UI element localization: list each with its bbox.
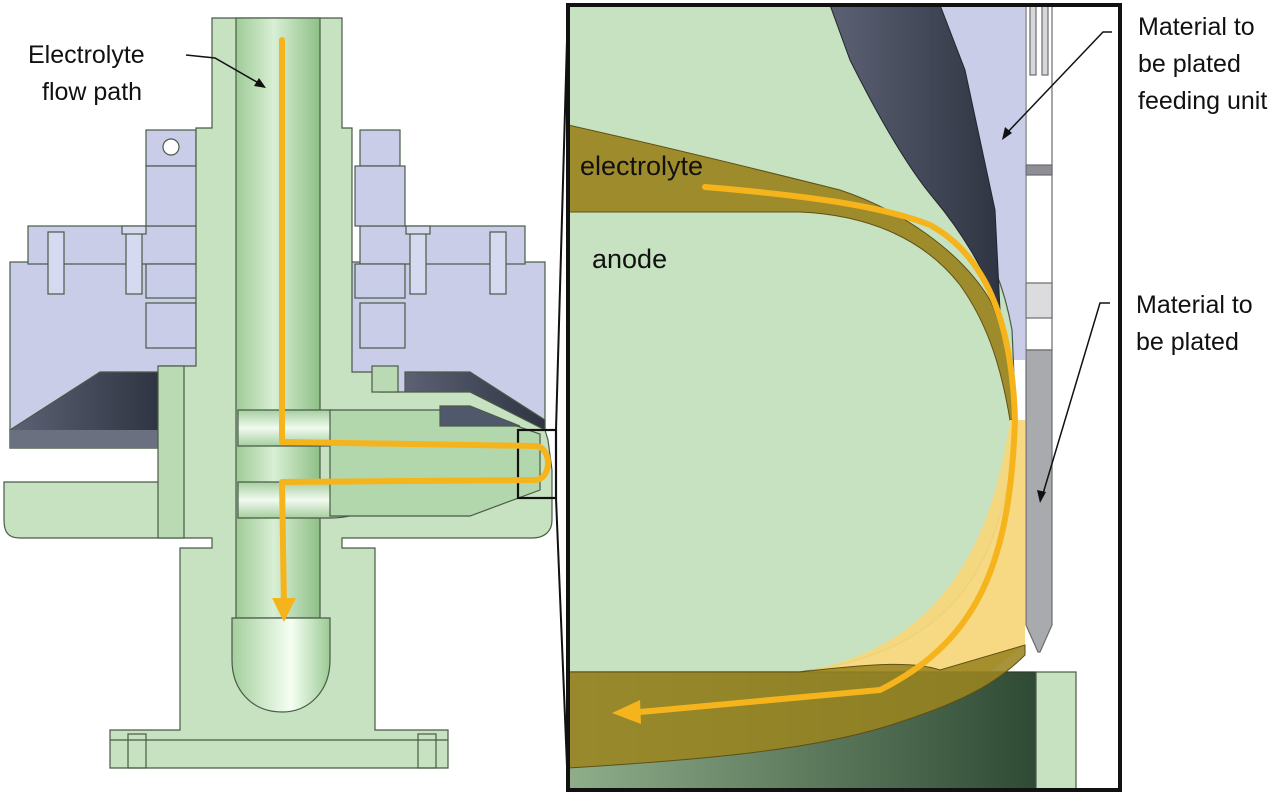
flow-arrow-head-left: [272, 598, 296, 622]
cross-section-view: [3, 17, 558, 769]
tube-bulb: [231, 617, 331, 713]
label-flow-path-line2: flow path: [42, 78, 142, 106]
flow-arrow-detail: [637, 184, 1018, 715]
zoom-region-box: [516, 428, 558, 500]
label-feeding-unit-line2: be plated: [1138, 50, 1241, 78]
material-strip: [1025, 5, 1053, 653]
label-electrolyte: electrolyte: [580, 151, 703, 181]
bottom-block-side: [1035, 671, 1077, 790]
central-tube: [235, 17, 321, 619]
label-material-line1: Material to: [1136, 291, 1253, 319]
label-anode: anode: [592, 244, 667, 274]
electrolyte-band-gap: [800, 420, 1025, 710]
callout-arrowheads: [254, 78, 1046, 503]
flow-arrow-left: [279, 37, 551, 609]
text-labels: Electrolyte flow path electrolyte anode …: [28, 13, 1267, 356]
zoomed-detail-view: [566, 3, 1122, 792]
callout-lines: [185, 31, 1112, 498]
zoom-frame: [566, 3, 1122, 792]
label-material-line2: be plated: [1136, 328, 1239, 356]
label-feeding-unit-line3: feeding unit: [1138, 87, 1267, 115]
label-feeding-unit-line1: Material to: [1138, 13, 1255, 41]
label-flow-path-line1: Electrolyte: [28, 41, 145, 69]
mounting-hole-icon: [162, 138, 180, 156]
base-flange: [110, 733, 448, 769]
fixture-screws: [47, 225, 507, 295]
flow-arrow-head-detail: [612, 700, 641, 724]
